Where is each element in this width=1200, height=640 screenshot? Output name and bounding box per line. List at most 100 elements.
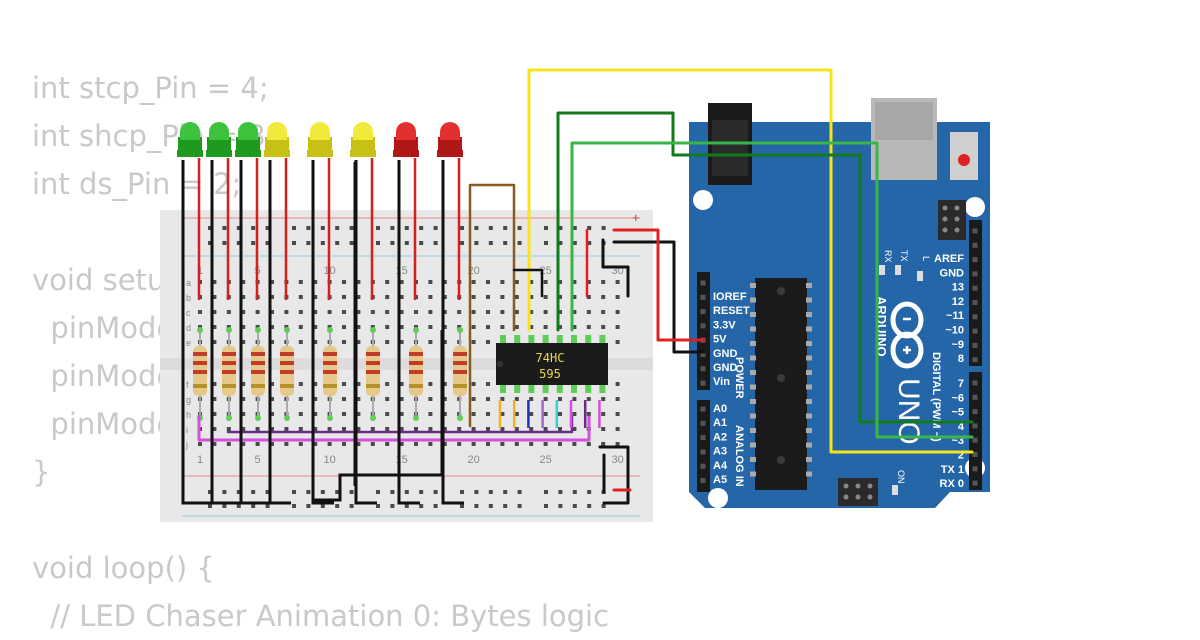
row-label: i: [186, 425, 188, 435]
pin-label: ~5: [951, 407, 964, 419]
indicator-label: RX: [883, 250, 893, 263]
row-label: c: [186, 308, 191, 318]
row-label: h: [186, 410, 191, 420]
column-label: 1: [197, 454, 203, 466]
pin-label: ~6: [951, 392, 964, 404]
pin-label: GND: [713, 362, 738, 374]
wire-green: [570, 141, 974, 439]
row-label: d: [186, 323, 191, 333]
chip-label-line2: 595: [539, 367, 561, 381]
pin-label: GND: [940, 267, 965, 279]
pin-label: A2: [713, 431, 727, 443]
row-label: b: [186, 293, 191, 303]
column-label: 5: [255, 454, 261, 466]
pin-label: 8: [958, 353, 964, 365]
led-red: [393, 122, 419, 157]
resistor: [323, 327, 337, 421]
led-yellow: [350, 122, 376, 157]
mount-hole: [965, 197, 985, 217]
led-cathode-wire: [311, 160, 334, 505]
led-green: [206, 122, 232, 157]
pin-label: 13: [952, 282, 964, 294]
led-yellow: [307, 122, 333, 157]
row-label: a: [186, 278, 191, 288]
atmega-chip: [755, 278, 807, 490]
resistor: [366, 327, 380, 421]
resistor: [222, 327, 236, 421]
reset-button-cap[interactable]: [958, 154, 970, 166]
pin-label: GND: [713, 348, 738, 360]
led-cathode-wire: [397, 160, 420, 505]
wire-brown: [468, 183, 516, 428]
indicator-label: ON: [896, 470, 906, 484]
pin-label: IOREF: [713, 291, 747, 303]
code-line: int stcp_Pin = 4;: [32, 71, 269, 105]
row-label: e: [186, 338, 191, 348]
led-green: [235, 122, 261, 157]
wire-yellow: [527, 68, 974, 454]
wire-black-gnd-arduino: [601, 238, 630, 298]
led-red: [437, 122, 463, 157]
pin-label: RX 0: [940, 478, 964, 490]
arduino-logo: [890, 301, 924, 369]
column-label: 20: [467, 454, 479, 466]
icsp-header-bottom: [838, 478, 878, 506]
wire-darkgreen: [556, 111, 974, 424]
power-header: [697, 272, 710, 390]
pin-label: A3: [713, 446, 727, 458]
pin-label: ~9: [951, 339, 964, 351]
row-label: f: [186, 380, 189, 390]
shift-register-74hc595: 74HC 595: [496, 335, 608, 393]
mount-hole: [693, 190, 713, 210]
leds: [177, 122, 463, 157]
code-line: void loop() {: [32, 551, 215, 585]
pin-label: RESET: [713, 305, 750, 317]
resistor: [453, 327, 467, 421]
digital-header-bottom: [969, 372, 982, 490]
indicator-label: L: [921, 256, 931, 261]
led-legs: [181, 158, 464, 505]
wire-black-chip: [512, 268, 544, 298]
led-cathode-return: [312, 330, 444, 502]
led-green: [177, 122, 203, 157]
chip-output-wires: [498, 400, 601, 428]
wire-black-rail: [598, 445, 630, 505]
pin-label: 2: [958, 450, 964, 462]
wire-red-5v: [612, 228, 706, 342]
resistor: [280, 327, 294, 421]
row-label: g: [186, 395, 191, 405]
column-label: 15: [395, 265, 407, 277]
resistor: [251, 327, 265, 421]
led-yellow: [264, 122, 290, 157]
pin-label: 3.3V: [713, 319, 736, 331]
wire-black-to-gnd: [612, 240, 706, 354]
code-line: }: [32, 455, 51, 489]
mount-hole: [708, 488, 728, 508]
column-label: 30: [611, 454, 623, 466]
pin-label: TX 1: [941, 464, 964, 476]
pin-label: A0: [713, 403, 727, 415]
led-cathode-wire: [441, 160, 464, 505]
column-label: 25: [539, 454, 551, 466]
pin-label: ~10: [945, 325, 964, 337]
digital-header-top: [969, 220, 982, 366]
column-label: 15: [395, 454, 407, 466]
digital-header-title: DIGITAL (PWM ~): [930, 352, 942, 442]
icsp-header: [938, 200, 966, 240]
resistors: [193, 327, 467, 421]
analog-header-title: ANALOG IN: [733, 425, 745, 487]
plus-sign: +: [632, 210, 640, 225]
pin-label: Vin: [713, 376, 730, 388]
resistor: [409, 327, 423, 421]
pin-label: AREF: [934, 253, 964, 265]
indicator-label: TX: [899, 250, 909, 262]
row-label: j: [185, 440, 188, 450]
pin-label: 4: [958, 421, 965, 433]
